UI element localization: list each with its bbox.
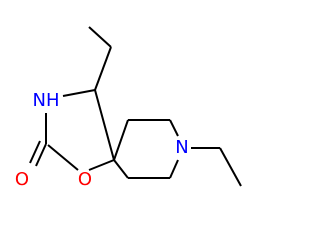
atom-labels: NH O O N [15,90,189,190]
atom-label-nh: NH [33,90,60,111]
bond-ethyl-top-1 [94,46,112,91]
atom-label-ring-oxygen: O [78,169,92,190]
bond-c5-c4 [94,89,115,161]
atom-label-ring-nitrogen: N [175,137,188,158]
bond-carbonyl-2 [29,140,41,164]
bond-c2-o [47,144,79,171]
bond-c5-c6 [113,119,129,161]
bond-c7-n [169,119,179,137]
structure-canvas: NH O O N [14,26,242,190]
atom-label-carbonyl-oxygen: O [15,169,29,190]
bond-c4-nh [62,89,96,97]
bonds [29,26,242,187]
bond-n-c9 [169,159,179,179]
bond-o-c5 [88,159,115,171]
bond-n-ethyl-2 [219,147,242,187]
bond-ethyl-top-2 [88,26,112,48]
bond-carbonyl-1 [35,143,47,167]
molecule-diagram: NH O O N [15,26,242,190]
bond-c10-c5 [113,159,129,179]
